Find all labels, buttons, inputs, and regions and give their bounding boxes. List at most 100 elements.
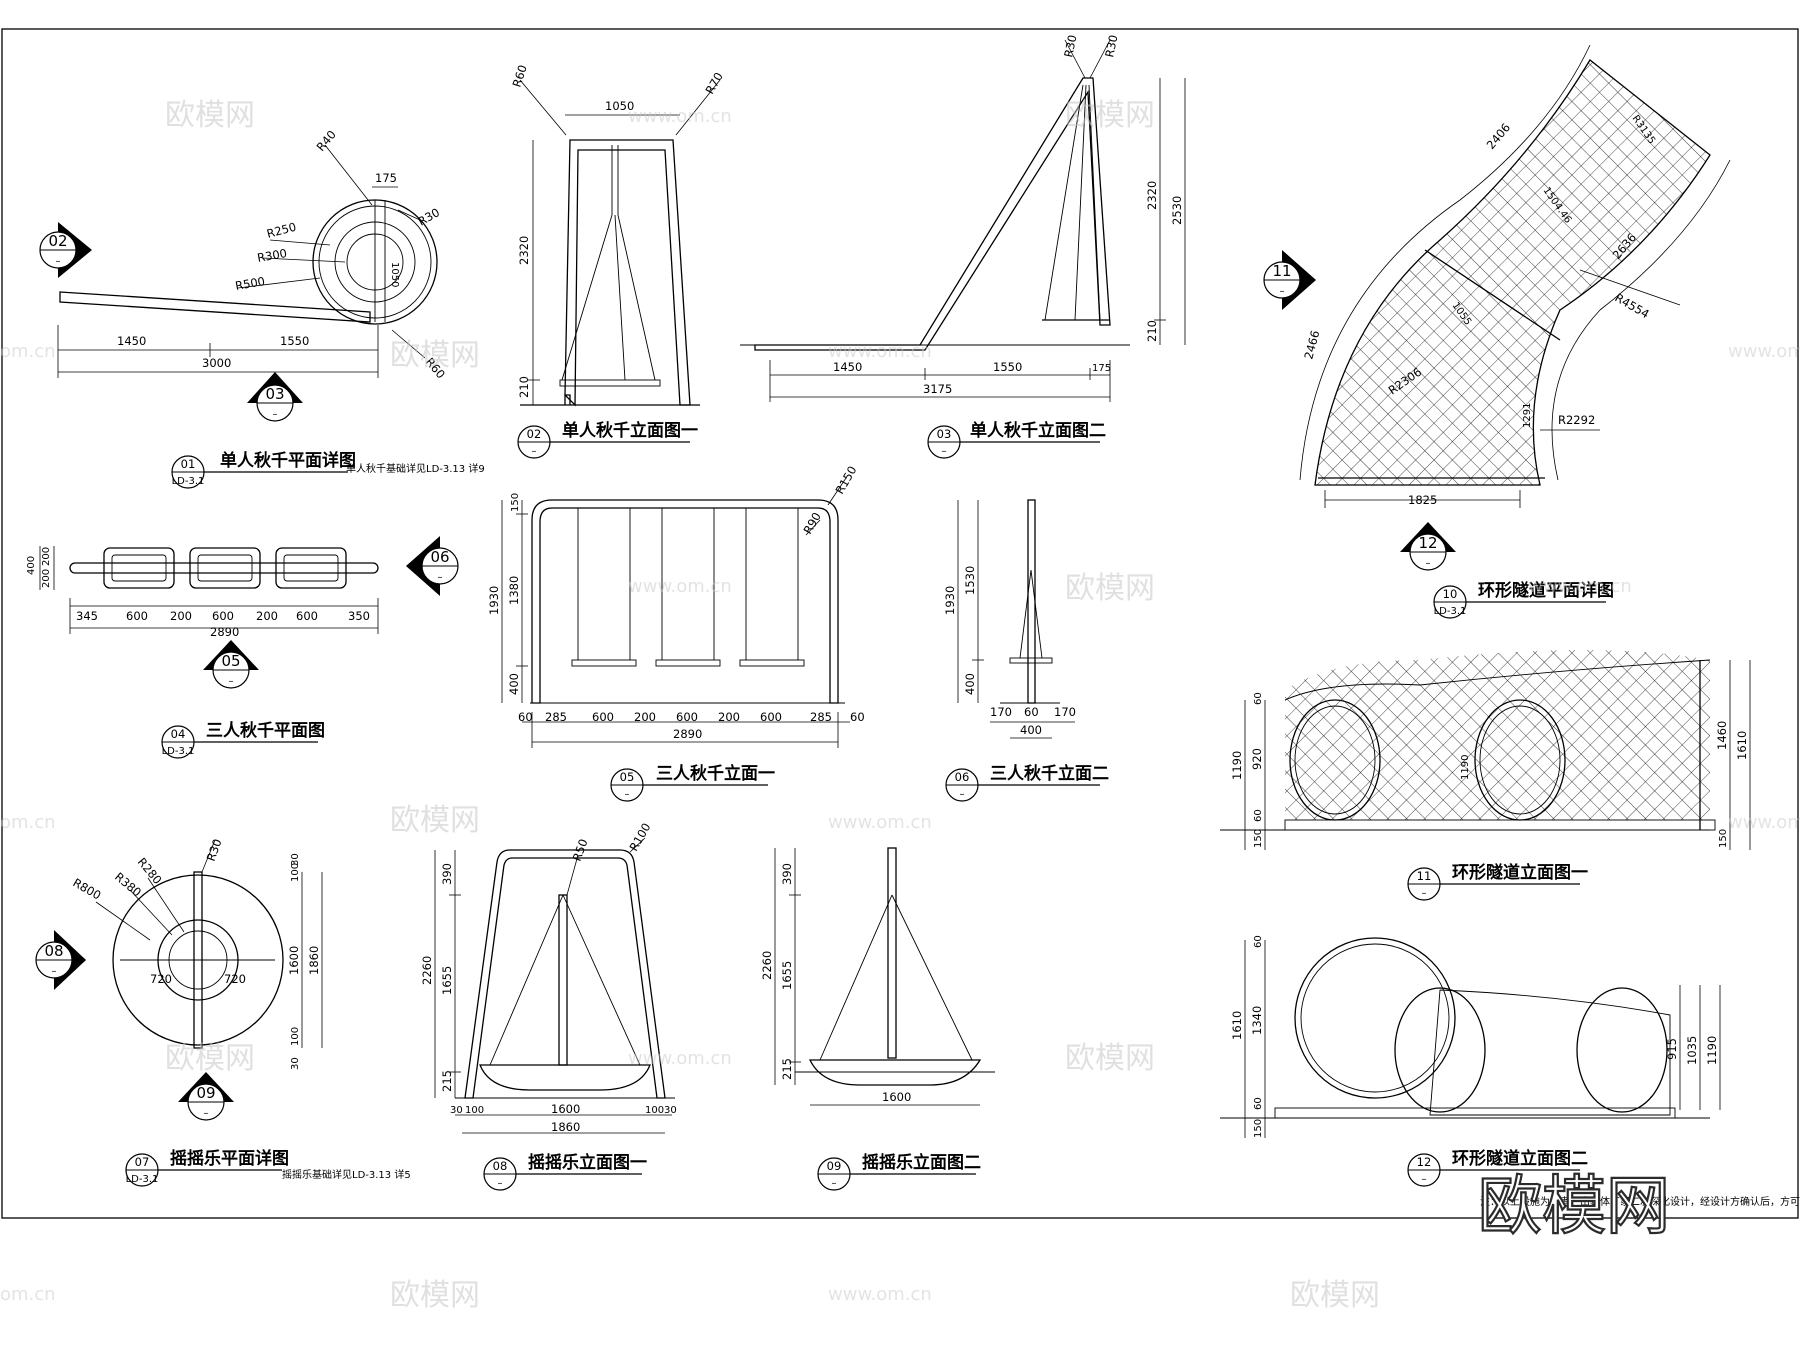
dim-r500: R500 [234, 274, 266, 293]
title-05-num: 05 [620, 770, 635, 784]
title-08-sheet: – [498, 1178, 503, 1189]
title-02-text: 单人秋千立面图一 [562, 420, 698, 441]
title-06-num: 06 [955, 770, 970, 784]
title-block-12: 12 – 环形隧道立面图二 [1407, 1148, 1588, 1187]
title-04-text: 三人秋千平面图 [206, 720, 325, 741]
watermark-url: www.om.cn [828, 341, 932, 362]
dim-1860-07: 1860 [307, 946, 321, 975]
watermark-url: www.om.cn [1728, 812, 1800, 833]
dim-1050-plan: 1050 [389, 262, 400, 287]
title-block-04: 04 LD-3.1 三人秋千平面图 [161, 720, 325, 759]
svg-text:–: – [56, 256, 61, 267]
triple-plan-seat-3-inner [283, 554, 339, 582]
svg-text:–: – [438, 572, 443, 583]
dim-1050: 1050 [605, 99, 634, 113]
dim-150-11a: 150 [1253, 829, 1264, 848]
section-marker-08: 08 – [35, 930, 86, 990]
svg-text:–: – [1280, 286, 1285, 297]
title-05-sheet: – [625, 789, 630, 800]
marker-05-label: 05 [221, 652, 240, 670]
dim-r30-b: R30 [1102, 34, 1120, 59]
swing-chains [561, 214, 656, 381]
view-11-tunnel-elevation: 60 920 1190 60 150 1460 1610 150 1190 [1220, 650, 1751, 850]
leader-r30-a [1064, 39, 1086, 79]
watermark-url: www.om.cn [828, 1284, 932, 1305]
tunnel2-mesh-body [1429, 989, 1671, 1116]
dim-200-04a: 200 [41, 547, 52, 566]
dim-1655-08: 1655 [440, 966, 454, 995]
dim-600-04b: 600 [212, 609, 234, 623]
view-10-tunnel-plan: 2406 2636 R4554 R2292 2466 R2306 1291 15… [1299, 44, 1731, 508]
title-08-text: 摇摇乐立面图一 [528, 1152, 647, 1173]
dim-1825: 1825 [1408, 493, 1437, 507]
tunnel2-ring-large-inner [1300, 943, 1450, 1093]
watermark-url: www.om.cn [828, 812, 932, 833]
title-03-num: 03 [937, 427, 952, 441]
dim-1340: 1340 [1250, 1006, 1264, 1035]
watermarks: 欧模网 欧模网 欧模网 欧模网 欧模网 欧模网 欧模网 欧模网 欧模网 www.… [0, 98, 1800, 1313]
marker-02-label: 02 [48, 232, 67, 250]
dim-200-05b: 200 [718, 710, 740, 724]
dim-2466: 2466 [1301, 329, 1322, 361]
section-marker-03: 03 – [247, 372, 303, 422]
rocker2-mast [887, 847, 897, 1059]
leader-r380 [129, 889, 173, 936]
dim-r800: R800 [71, 875, 104, 902]
tunnel-elev-ring-1-inner [1294, 705, 1376, 815]
title-10-num: 10 [1443, 587, 1458, 601]
tunnel-elev-base [1284, 819, 1716, 831]
dim-1600-07: 1600 [287, 946, 301, 975]
dim-2320-03: 2320 [1145, 181, 1159, 210]
dim-400-06b: 400 [1020, 723, 1042, 737]
side-seat [1009, 657, 1053, 664]
tunnel2-ring-large [1294, 937, 1456, 1099]
watermark-brand: 欧模网 [390, 1278, 480, 1313]
triple-chains [577, 508, 799, 660]
title-02-num: 02 [527, 427, 542, 441]
dim-60-12a: 60 [1253, 935, 1264, 948]
watermark-brand: 欧模网 [1065, 98, 1155, 133]
dim-1291: 1291 [1522, 403, 1533, 428]
dim-285-05a: 285 [545, 710, 567, 724]
watermark-brand: 欧模网 [390, 803, 480, 838]
rocker-boat [479, 1064, 651, 1091]
svg-text:–: – [229, 676, 234, 687]
triple-seat-2 [655, 659, 721, 667]
dim-1600-08: 1600 [551, 1102, 580, 1116]
watermark-brand: 欧模网 [1065, 1041, 1155, 1076]
brand-logo-watermark: 欧模网 [1478, 1170, 1670, 1244]
title-block-06: 06 – 三人秋千立面二 [945, 763, 1109, 802]
dim-r150: R150 [832, 464, 859, 497]
dim-915: 915 [1665, 1038, 1679, 1060]
dim-2260-08: 2260 [420, 956, 434, 985]
tunnel-plan-ring-1 [1424, 249, 1561, 341]
dim-1655-09: 1655 [780, 961, 794, 990]
title-10-sheet: LD-3.1 [1434, 606, 1467, 617]
dim-r380: R380 [112, 870, 144, 900]
title-03-sheet: – [942, 446, 947, 457]
tunnel-elev-mesh [1285, 650, 1710, 820]
tunnel-plan-arc-outer [1299, 44, 1591, 481]
title-block-10: 10 LD-3.1 环形隧道平面详图 [1433, 580, 1614, 619]
rocker-mast [558, 894, 568, 1066]
title-04-num: 04 [171, 727, 186, 741]
watermark-url: om.cn [0, 341, 56, 362]
dim-600-04c: 600 [296, 609, 318, 623]
view-08-rocker-elevation: R50 R100 390 1655 2260 215 30 100 1600 1… [420, 821, 677, 1134]
title-04-sheet: LD-3.1 [162, 746, 195, 757]
leader-r500 [237, 277, 321, 289]
dim-r30: R30 [416, 205, 443, 228]
dim-100-08a: 100 [465, 1105, 484, 1116]
tunnel-plan-outline [1314, 59, 1711, 486]
view-09-rocker-elevation-2: 390 1655 2260 215 1600 [760, 847, 995, 1106]
dim-170-06b: 170 [1054, 705, 1076, 719]
dim-200-04b: 200 [41, 569, 52, 588]
watermark-brand: 欧模网 [390, 338, 480, 373]
triple-seat-1 [571, 659, 637, 667]
tunnel2-ring-end [1576, 987, 1668, 1113]
title-block-05: 05 – 三人秋千立面一 [610, 763, 775, 802]
dim-r70: R70 [702, 70, 725, 97]
marker-09-label: 09 [196, 1084, 215, 1102]
title-11-text: 环形隧道立面图一 [1452, 862, 1588, 883]
dim-285-05b: 285 [810, 710, 832, 724]
